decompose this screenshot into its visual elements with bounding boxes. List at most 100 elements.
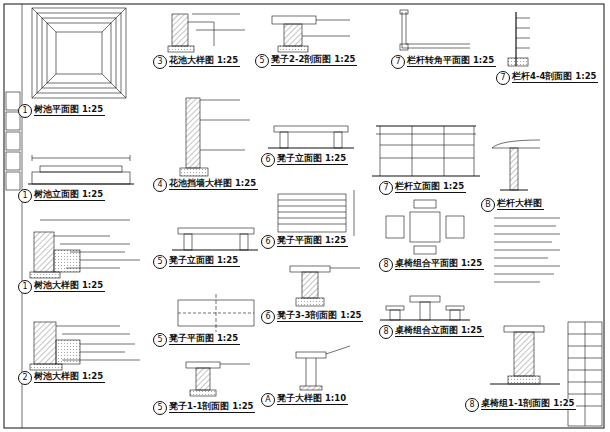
tree-pit-detail-2-part — [34, 322, 56, 364]
bench-3-3-section-part — [302, 272, 318, 298]
planter-detail-part — [188, 22, 214, 46]
title-block-part — [568, 322, 602, 426]
tree-pit-detail-1-part — [80, 260, 140, 261]
planter-detail — [168, 14, 245, 52]
view-title: 桌椅组合平面图 1:25 — [395, 259, 484, 270]
railing-elevation-part — [372, 176, 480, 177]
callout-number: 5 — [153, 401, 167, 415]
bench-5-section — [186, 362, 250, 396]
view-title: 花池挡墙大样图 1:25 — [169, 179, 258, 190]
table-chair-elevation-part — [420, 302, 430, 320]
notes-block-part — [494, 234, 560, 235]
view-title: 栏杆立面图 1:25 — [395, 182, 466, 193]
railing-elevation-part — [380, 126, 381, 176]
view-title: 桌椅组合立面图 1:25 — [395, 326, 484, 337]
bench-6-elevation — [268, 126, 354, 148]
tree-pit-plan-part — [102, 8, 126, 32]
railing-4-4-section-part — [516, 48, 530, 49]
bench-detail-a — [296, 346, 350, 390]
bench-3-3-section-part — [330, 268, 360, 269]
notes-block-part — [494, 282, 540, 283]
table-chair-section-part — [490, 384, 560, 385]
sheet-frame-part — [6, 152, 20, 170]
railing-detail-b-part — [492, 140, 540, 148]
notes-block-part — [494, 250, 560, 251]
bench-5-section-part — [186, 362, 220, 368]
view-title: 栏杆4-4剖面图 1:25 — [512, 72, 598, 83]
railing-detail-b — [492, 140, 540, 190]
bench-6-plan-part — [278, 200, 346, 201]
bench-5-elevation — [172, 228, 258, 250]
tree-pit-detail-1-part — [66, 268, 120, 269]
bench-6-plan-part — [354, 190, 355, 236]
callout-number: 5 — [153, 333, 167, 347]
tree-pit-elevation-part — [40, 166, 122, 172]
tree-pit-detail-2-part — [62, 360, 140, 361]
bench-5-section-part — [220, 364, 250, 365]
bench-2-2-section — [272, 16, 350, 52]
tree-pit-elevation-part — [28, 184, 134, 185]
railing-elevation-part — [380, 145, 474, 146]
title-block-part — [585, 322, 586, 426]
tree-pit-detail-2-part — [80, 352, 125, 353]
view-title: 桌椅组1-1剖面图 1:25 — [481, 399, 576, 410]
notes-block-part — [494, 242, 552, 243]
table-chair-section — [490, 326, 560, 384]
table-chair-elevation-part — [386, 306, 404, 310]
bench-6-plan-part — [278, 212, 346, 213]
sheet-frame-part — [6, 112, 20, 130]
tree-pit-detail-1-part — [40, 220, 130, 221]
callout-number: 1 — [18, 104, 32, 118]
notes-block-part — [494, 226, 556, 227]
tree-pit-detail-2-part — [62, 334, 130, 335]
tree-pit-detail-1-part — [54, 236, 110, 237]
bench-3-3-section-part — [290, 266, 330, 272]
tree-pit-plan-part — [42, 18, 116, 88]
bench-5-section-part — [190, 390, 216, 396]
tree-pit-elevation-part — [32, 172, 130, 184]
planter-wall-detail-part — [200, 120, 250, 121]
railing-corner-plan-part — [400, 44, 408, 50]
bench-5-elevation-part — [184, 234, 192, 250]
view-title: 凳子1-1剖面图 1:25 — [169, 402, 255, 413]
callout-number: 8 — [379, 258, 393, 272]
tree-pit-detail-2 — [30, 322, 140, 370]
table-chair-elevation-part — [450, 310, 460, 320]
bench-6-plan-part — [278, 194, 346, 232]
bench-6-elevation-part — [334, 132, 342, 148]
railing-4-4-section-part — [508, 58, 528, 66]
railing-corner-plan — [400, 10, 470, 50]
view-title: 凳子3-3剖面图 1:25 — [277, 311, 363, 322]
callout-number: 6 — [261, 310, 275, 324]
bench-2-2-section-part — [284, 24, 302, 46]
table-chair-plan-part — [414, 200, 436, 208]
view-title: 花池大样图 1:25 — [169, 56, 240, 67]
bench-detail-a-part — [316, 358, 317, 386]
bench-5-plan-part — [216, 294, 217, 332]
table-chair-plan-part — [386, 216, 404, 238]
tree-pit-detail-1-part — [54, 250, 80, 272]
view-title: 树池大样图 1:25 — [34, 281, 105, 292]
view-title: 栏杆转角平面图 1:25 — [407, 56, 496, 67]
railing-4-4-section-part — [516, 38, 530, 39]
callout-number: 7 — [391, 55, 405, 69]
tree-pit-plan-part — [37, 13, 121, 93]
tree-pit-detail-1-part — [60, 244, 130, 245]
tree-pit-elevation-part — [32, 158, 130, 159]
view-title: 凳子2-2剖面图 1:25 — [271, 55, 357, 66]
planter-detail-part — [168, 46, 194, 52]
table-chair-plan-part — [414, 246, 436, 254]
bench-6-plan-part — [278, 224, 346, 225]
planter-wall-detail-part — [200, 150, 245, 151]
bench-6-elevation-part — [280, 132, 288, 148]
tree-pit-plan-part — [32, 74, 56, 98]
bench-6-plan — [278, 190, 354, 236]
table-chair-section-part — [504, 326, 544, 332]
bench-5-elevation-part — [178, 228, 254, 234]
railing-elevation-part — [412, 126, 413, 176]
bench-5-elevation-part — [240, 234, 248, 250]
tree-pit-plan-part — [102, 74, 126, 98]
callout-number: 6 — [261, 153, 275, 167]
sheet-frame-part — [6, 132, 20, 150]
view-title: 栏杆大样图 — [497, 199, 544, 210]
